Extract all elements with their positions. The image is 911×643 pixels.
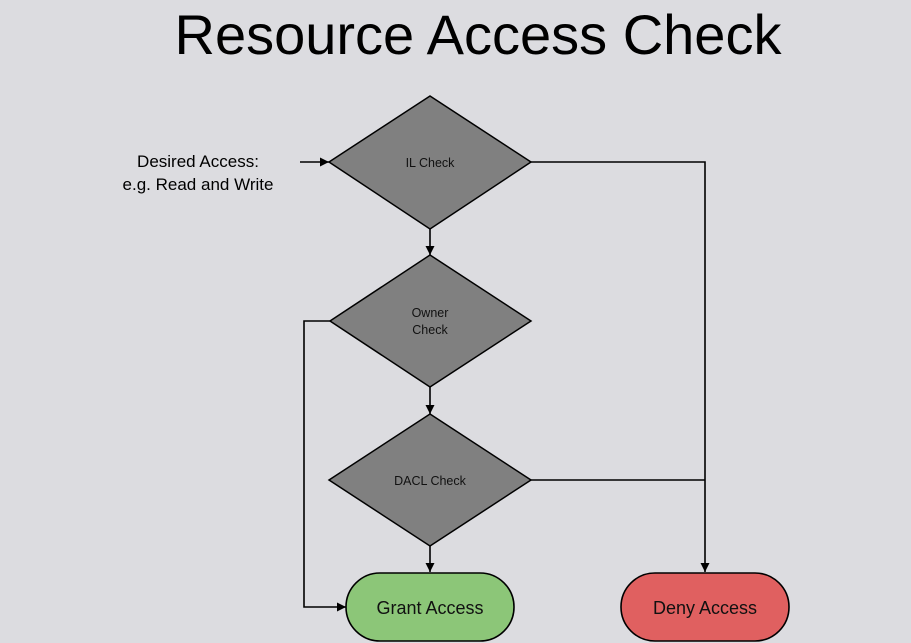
desired-access-line1: Desired Access: [137,152,259,171]
dacl-check-label: DACL Check [394,474,467,488]
owner-to-grant-connector [303,320,346,612]
deny-access-terminator [620,572,790,642]
grant-access-terminator [345,572,515,642]
page-title: Resource Access Check [174,3,782,66]
deny-access-label: Deny Access [653,598,757,618]
dacl-check-diamond [327,413,533,547]
desired-access-label: Desired Access: e.g. Read and Write [98,150,298,196]
desired-access-line2: e.g. Read and Write [122,175,274,194]
il-check-diamond [327,95,533,230]
il-to-deny-connector [531,161,710,572]
owner-check-label-line2: Check [412,323,448,337]
owner-check-diamond [328,254,533,388]
owner-check-label-line1: Owner [412,306,449,320]
il-check-label: IL Check [406,156,456,170]
grant-access-label: Grant Access [376,598,483,618]
